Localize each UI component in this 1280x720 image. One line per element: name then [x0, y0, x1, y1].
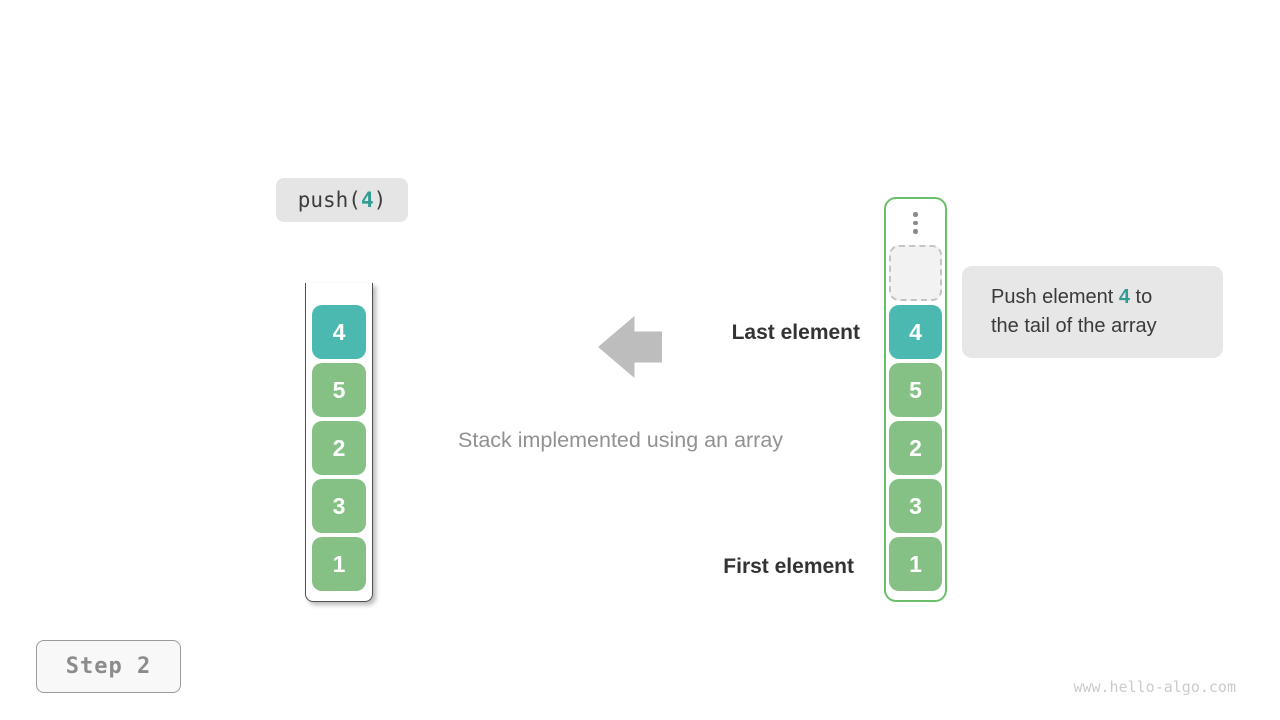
array-container: 4 5 2 3 1 — [884, 197, 947, 602]
array-element: 5 — [889, 363, 942, 417]
array-element: 4 — [889, 305, 942, 359]
stack-element: 2 — [312, 421, 366, 475]
first-element-label: First element — [723, 555, 854, 578]
tooltip-bubble: Push element 4 to the tail of the array — [962, 266, 1223, 358]
push-operation-label: push(4) — [276, 178, 408, 222]
stack-element: 1 — [312, 537, 366, 591]
stack-element: 5 — [312, 363, 366, 417]
arrow-left-icon — [598, 316, 662, 378]
tooltip-line1-prefix: Push element — [991, 286, 1119, 308]
stack-element: 4 — [312, 305, 366, 359]
push-operation-arg: 4 — [360, 188, 374, 212]
stack-element: 3 — [312, 479, 366, 533]
array-element: 1 — [889, 537, 942, 591]
tooltip-line1-suffix: to — [1129, 286, 1153, 308]
tooltip-line2: the tail of the array — [991, 315, 1157, 337]
empty-array-slot — [889, 245, 942, 301]
stack-container: 4 5 2 3 1 — [305, 283, 373, 602]
array-element: 3 — [889, 479, 942, 533]
push-operation-suffix: ) — [373, 188, 387, 212]
tooltip-highlight-value: 4 — [1118, 286, 1130, 308]
ellipsis-icon — [913, 212, 918, 241]
array-element: 2 — [889, 421, 942, 475]
watermark: www.hello-algo.com — [1073, 678, 1236, 696]
push-operation-prefix: push( — [297, 188, 361, 212]
last-element-label: Last element — [731, 321, 860, 344]
step-badge: Step 2 — [36, 640, 181, 693]
caption-label: Stack implemented using an array — [458, 428, 784, 452]
